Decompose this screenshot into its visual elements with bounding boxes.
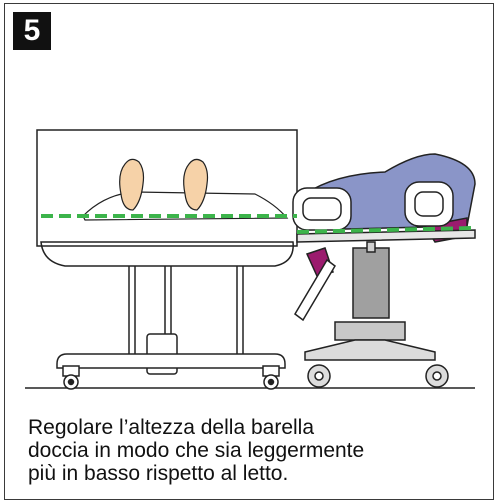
bed-stretcher-illustration — [25, 129, 476, 390]
cutaway-panel — [36, 129, 298, 247]
stretcher-tub — [40, 241, 294, 267]
stretcher-base — [56, 243, 286, 390]
instruction-text: Regolare l’altezza della barella doccia … — [28, 416, 488, 485]
instruction-line: più in basso rispetto al letto. — [28, 462, 289, 485]
bed-height-guide — [296, 226, 474, 234]
instruction-line: Regolare l’altezza della barella — [28, 416, 315, 439]
instruction-line: doccia in modo che sia leggermente — [28, 439, 365, 462]
hospital-bed — [292, 153, 476, 388]
step-number-badge: 5 — [13, 12, 51, 50]
instruction-card: 5 — [4, 3, 494, 500]
patient-feet — [119, 158, 209, 211]
